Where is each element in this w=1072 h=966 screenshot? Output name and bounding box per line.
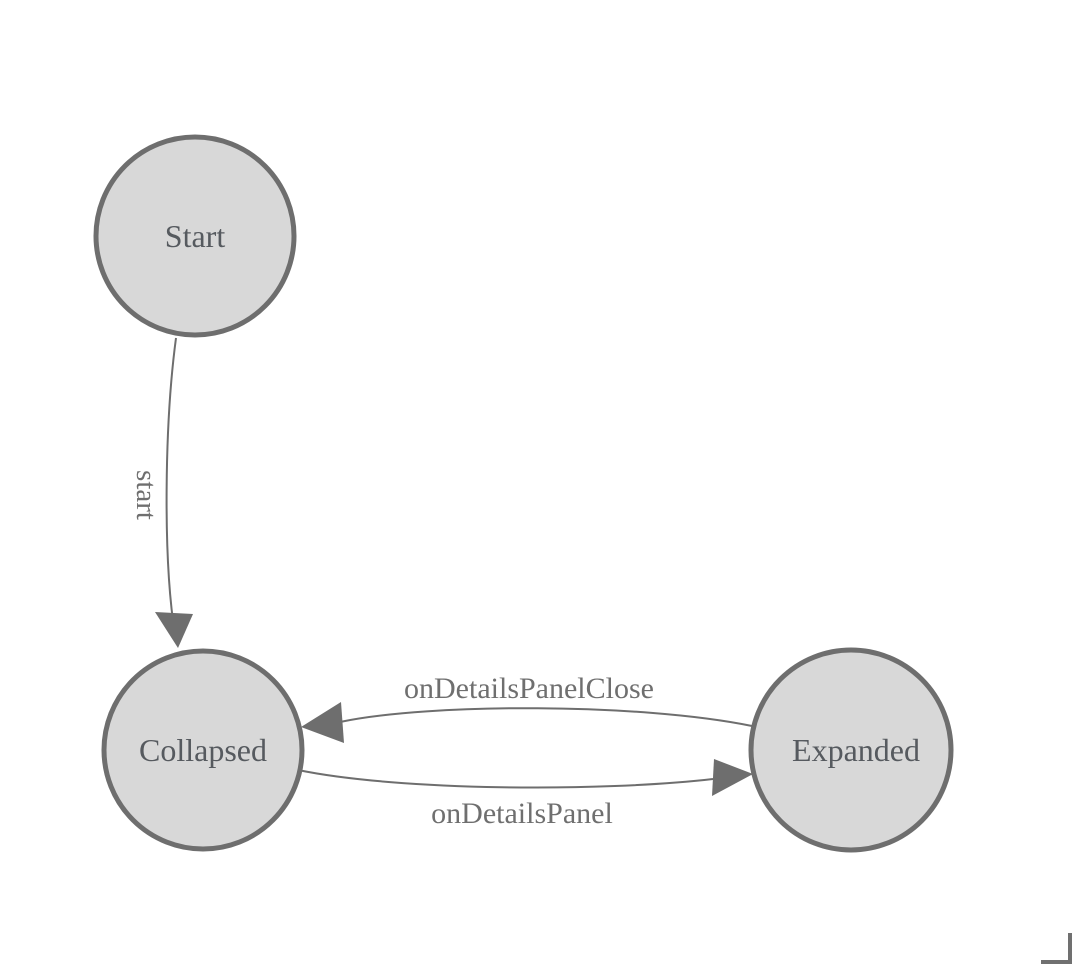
- state-node-collapsed-circle[interactable]: [101, 648, 305, 852]
- edge-collapsed-to-expanded-line: [297, 769, 714, 789]
- state-node-collapsed[interactable]: Collapsed: [101, 648, 305, 852]
- edge-start-to-collapsed-arrowhead-icon: [155, 612, 193, 648]
- edge-expanded-to-collapsed: onDetailsPanelClose: [301, 672, 753, 743]
- edge-start-to-collapsed: start: [130, 337, 193, 648]
- edge-collapsed-to-expanded: onDetailsPanel: [297, 759, 753, 830]
- edge-collapsed-to-expanded-arrowhead-icon: [712, 759, 753, 796]
- edge-label-ondetailspanel: onDetailsPanel: [431, 797, 613, 830]
- canvas-corner-mark: [1041, 933, 1072, 964]
- state-node-expanded[interactable]: Expanded: [748, 647, 954, 853]
- edge-expanded-to-collapsed-line: [339, 707, 753, 727]
- edge-expanded-to-collapsed-arrowhead-icon: [301, 702, 344, 743]
- edge-label-ondetailspanelclose: onDetailsPanelClose: [404, 672, 654, 705]
- state-node-expanded-label: Expanded: [792, 732, 920, 768]
- state-node-expanded-circle[interactable]: [748, 647, 954, 853]
- state-node-start-label: Start: [165, 218, 226, 254]
- state-node-start-circle[interactable]: [93, 134, 297, 338]
- state-node-start[interactable]: Start: [93, 134, 297, 338]
- edge-label-start: start: [130, 470, 162, 520]
- edge-start-to-collapsed-line: [165, 337, 177, 642]
- state-node-collapsed-label: Collapsed: [139, 732, 267, 768]
